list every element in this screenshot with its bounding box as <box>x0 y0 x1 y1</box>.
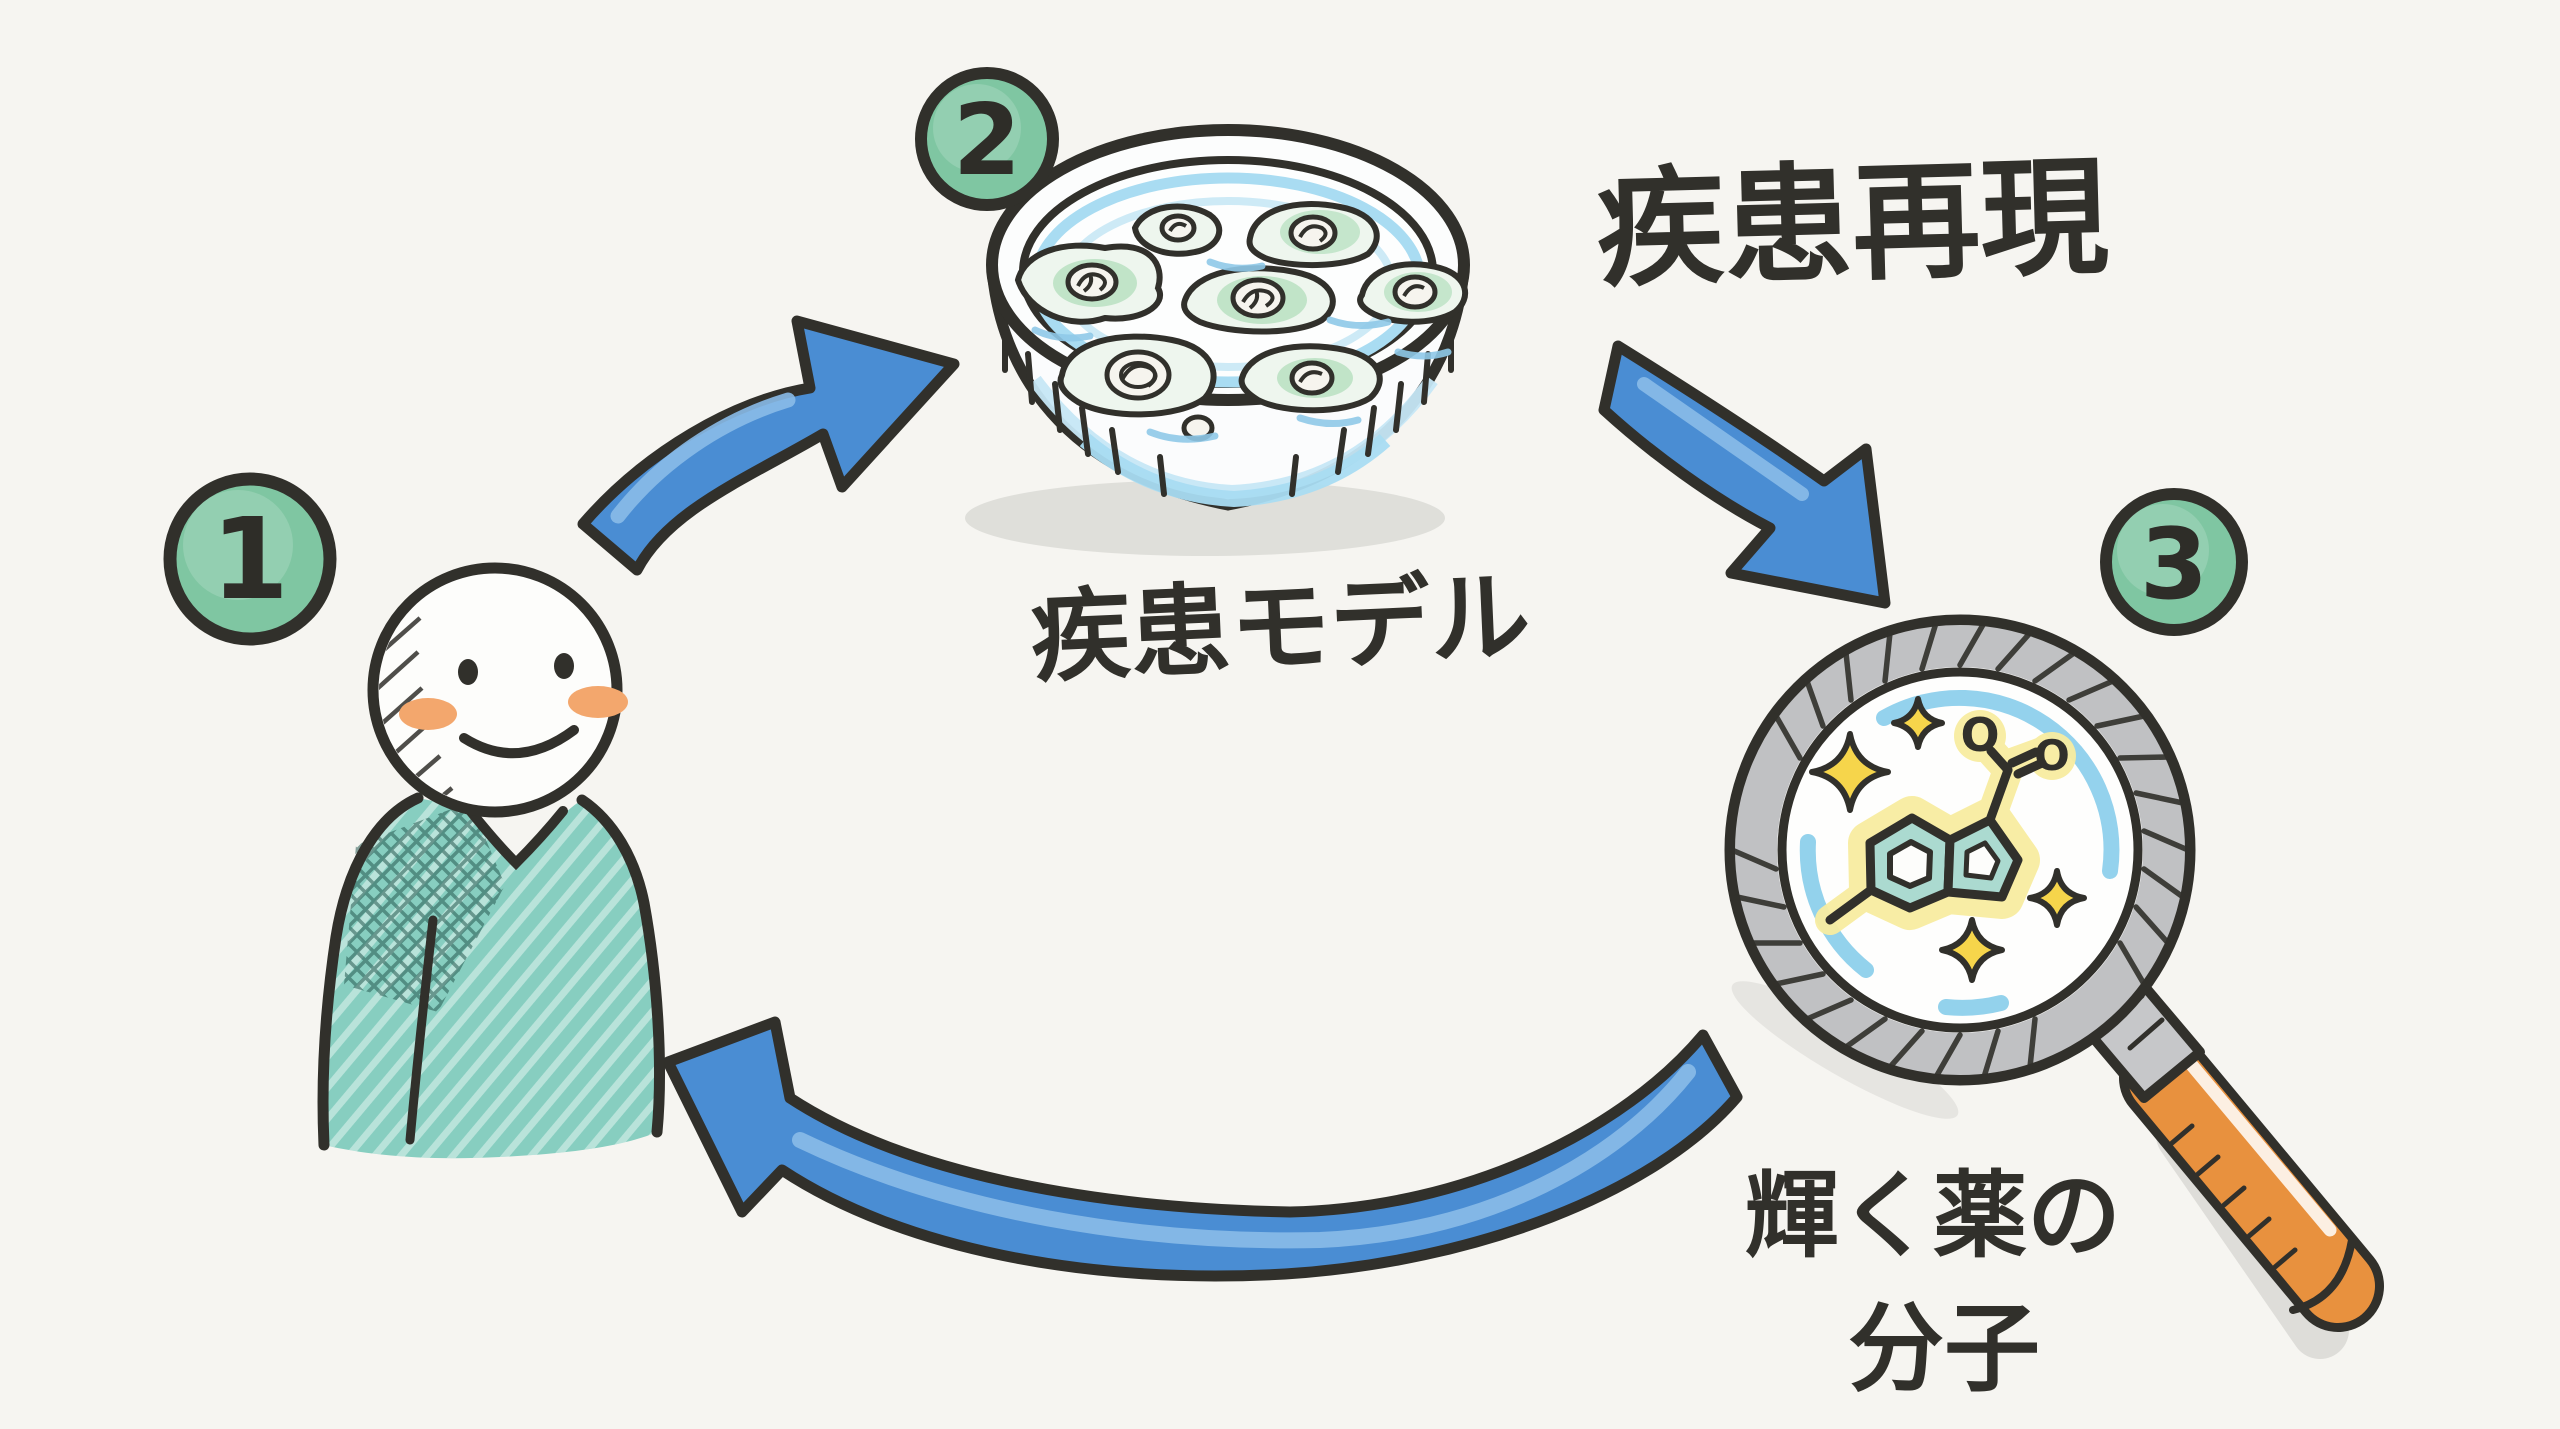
shoulder-crosshatch <box>344 802 505 1012</box>
molecule-hexagon-inner <box>1887 839 1933 889</box>
person-body-outline-left <box>317 792 424 1151</box>
molecule-pentagon-inner <box>1963 840 2001 881</box>
badge-number: 1 <box>211 495 289 625</box>
drug-molecule: O O <box>1825 708 2070 925</box>
petri-dish-icon <box>965 124 1470 556</box>
rim-hatching <box>1729 620 2191 1080</box>
curved-arrow-icon <box>577 315 960 576</box>
arrow-1-to-2 <box>577 315 960 576</box>
person-arm-line <box>405 915 438 1145</box>
handle-cap-seam <box>2289 1236 2356 1314</box>
person-blush-right <box>568 686 628 718</box>
step-badge-3: 3 <box>2100 488 2248 636</box>
arrow-highlight-streak <box>610 392 796 524</box>
badge-number: 2 <box>953 84 1021 198</box>
label-drug-molecule-line2: 分子 <box>1848 1293 2040 1405</box>
magnifying-glass-icon: O O <box>1724 614 2384 1359</box>
badge-number: 3 <box>2140 508 2208 622</box>
step-badge-2: 2 <box>915 67 1059 211</box>
magnifier-handle <box>2128 1041 2375 1323</box>
cell <box>1181 343 1383 442</box>
atom-label-o1: O <box>1960 708 1999 762</box>
label-drug-molecule-line1: 輝く薬の <box>1745 1162 2121 1271</box>
step-badge-1: 1 <box>163 472 337 646</box>
person-eye-right <box>554 653 574 679</box>
arrow-highlight-streak <box>792 1064 1696 1249</box>
arrow-3-to-1 <box>662 1016 1743 1282</box>
person-blush-left <box>399 698 457 730</box>
sparkle-icon <box>1809 731 1891 813</box>
badge-sheen <box>933 84 1021 172</box>
badge-circle <box>2100 488 2248 636</box>
cell-nucleus <box>1392 274 1438 310</box>
person-body-outline-right <box>576 794 665 1138</box>
badge-circle <box>915 67 1059 211</box>
sparkle-icon <box>2027 868 2087 928</box>
dish-shadow <box>965 480 1445 556</box>
dish-wall-hatching <box>1002 319 1454 497</box>
person-icon <box>317 562 665 1159</box>
badge-circle <box>163 472 337 646</box>
arrow-highlight-streak <box>1637 377 1809 501</box>
cell <box>1246 201 1380 269</box>
label-disease-model: 疾患モデル <box>1028 558 1533 697</box>
atom-label-o2: O <box>2034 731 2070 780</box>
person-smile <box>459 725 579 759</box>
cell <box>1357 261 1468 325</box>
arrow-2-to-3 <box>1598 340 1891 609</box>
sparkles <box>1809 696 2087 983</box>
person-eye-left <box>458 659 478 685</box>
magnifier-rim-band <box>1735 625 2185 1075</box>
cell <box>1014 242 1163 325</box>
label-disease-reproduction: 疾患再現 <box>1594 143 2110 305</box>
cell <box>1057 333 1217 418</box>
badge-sheen <box>183 490 293 600</box>
sparkle-icon <box>1891 696 1945 750</box>
sparkle-icon <box>1939 917 2005 983</box>
cell <box>1131 203 1223 257</box>
handle-hatching <box>2169 1123 2298 1270</box>
handle-highlight <box>2183 1056 2337 1237</box>
badge-sheen <box>2117 504 2209 596</box>
dish-wall-blue-band-lower <box>1079 433 1391 508</box>
cell-nucleus <box>1289 360 1335 396</box>
cell-culture <box>1014 201 1468 443</box>
water-squiggles <box>1031 258 1452 443</box>
person-collar <box>463 803 568 871</box>
cell-nucleus <box>1104 349 1172 401</box>
cell-nucleus <box>1159 213 1197 243</box>
cell <box>1181 265 1336 335</box>
cell-nucleus <box>1288 214 1338 252</box>
molecule-bonds <box>1825 746 2047 925</box>
